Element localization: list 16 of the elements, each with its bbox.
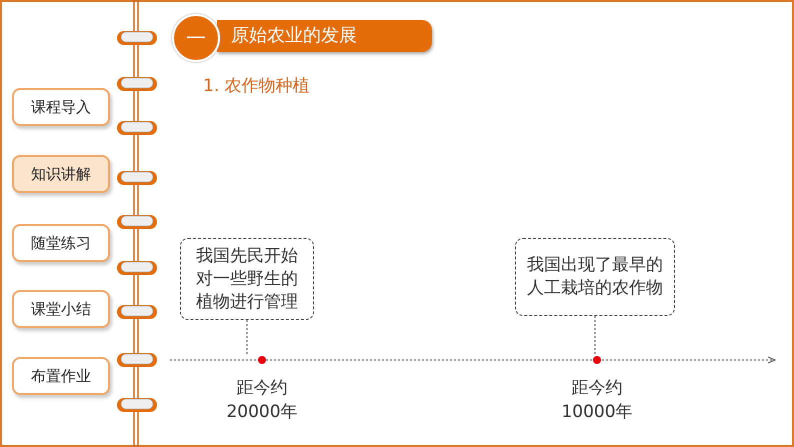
date-label: 距今约 10000年 xyxy=(560,377,634,424)
leader-line xyxy=(246,320,248,356)
date-label: 距今约 20000年 xyxy=(225,377,299,424)
timeline-dot xyxy=(258,356,266,364)
section-number-circle: 一 xyxy=(172,14,220,62)
timeline-dot xyxy=(593,356,601,364)
leader-line xyxy=(594,316,596,356)
nav-tab: 知识讲解 xyxy=(12,155,110,193)
nav-tab: 课堂小结 xyxy=(12,290,110,328)
event-callout: 我国出现了最早的人工栽培的农作物 xyxy=(515,238,675,316)
nav-tab: 布置作业 xyxy=(12,357,110,395)
nav-tab: 课程导入 xyxy=(12,88,110,126)
title-banner: 原始农业的发展 xyxy=(217,20,432,52)
event-callout: 我国先民开始对一些野生的植物进行管理 xyxy=(180,238,314,320)
nav-tab: 随堂练习 xyxy=(12,224,110,262)
subheading: 1. 农作物种植 xyxy=(203,75,310,97)
